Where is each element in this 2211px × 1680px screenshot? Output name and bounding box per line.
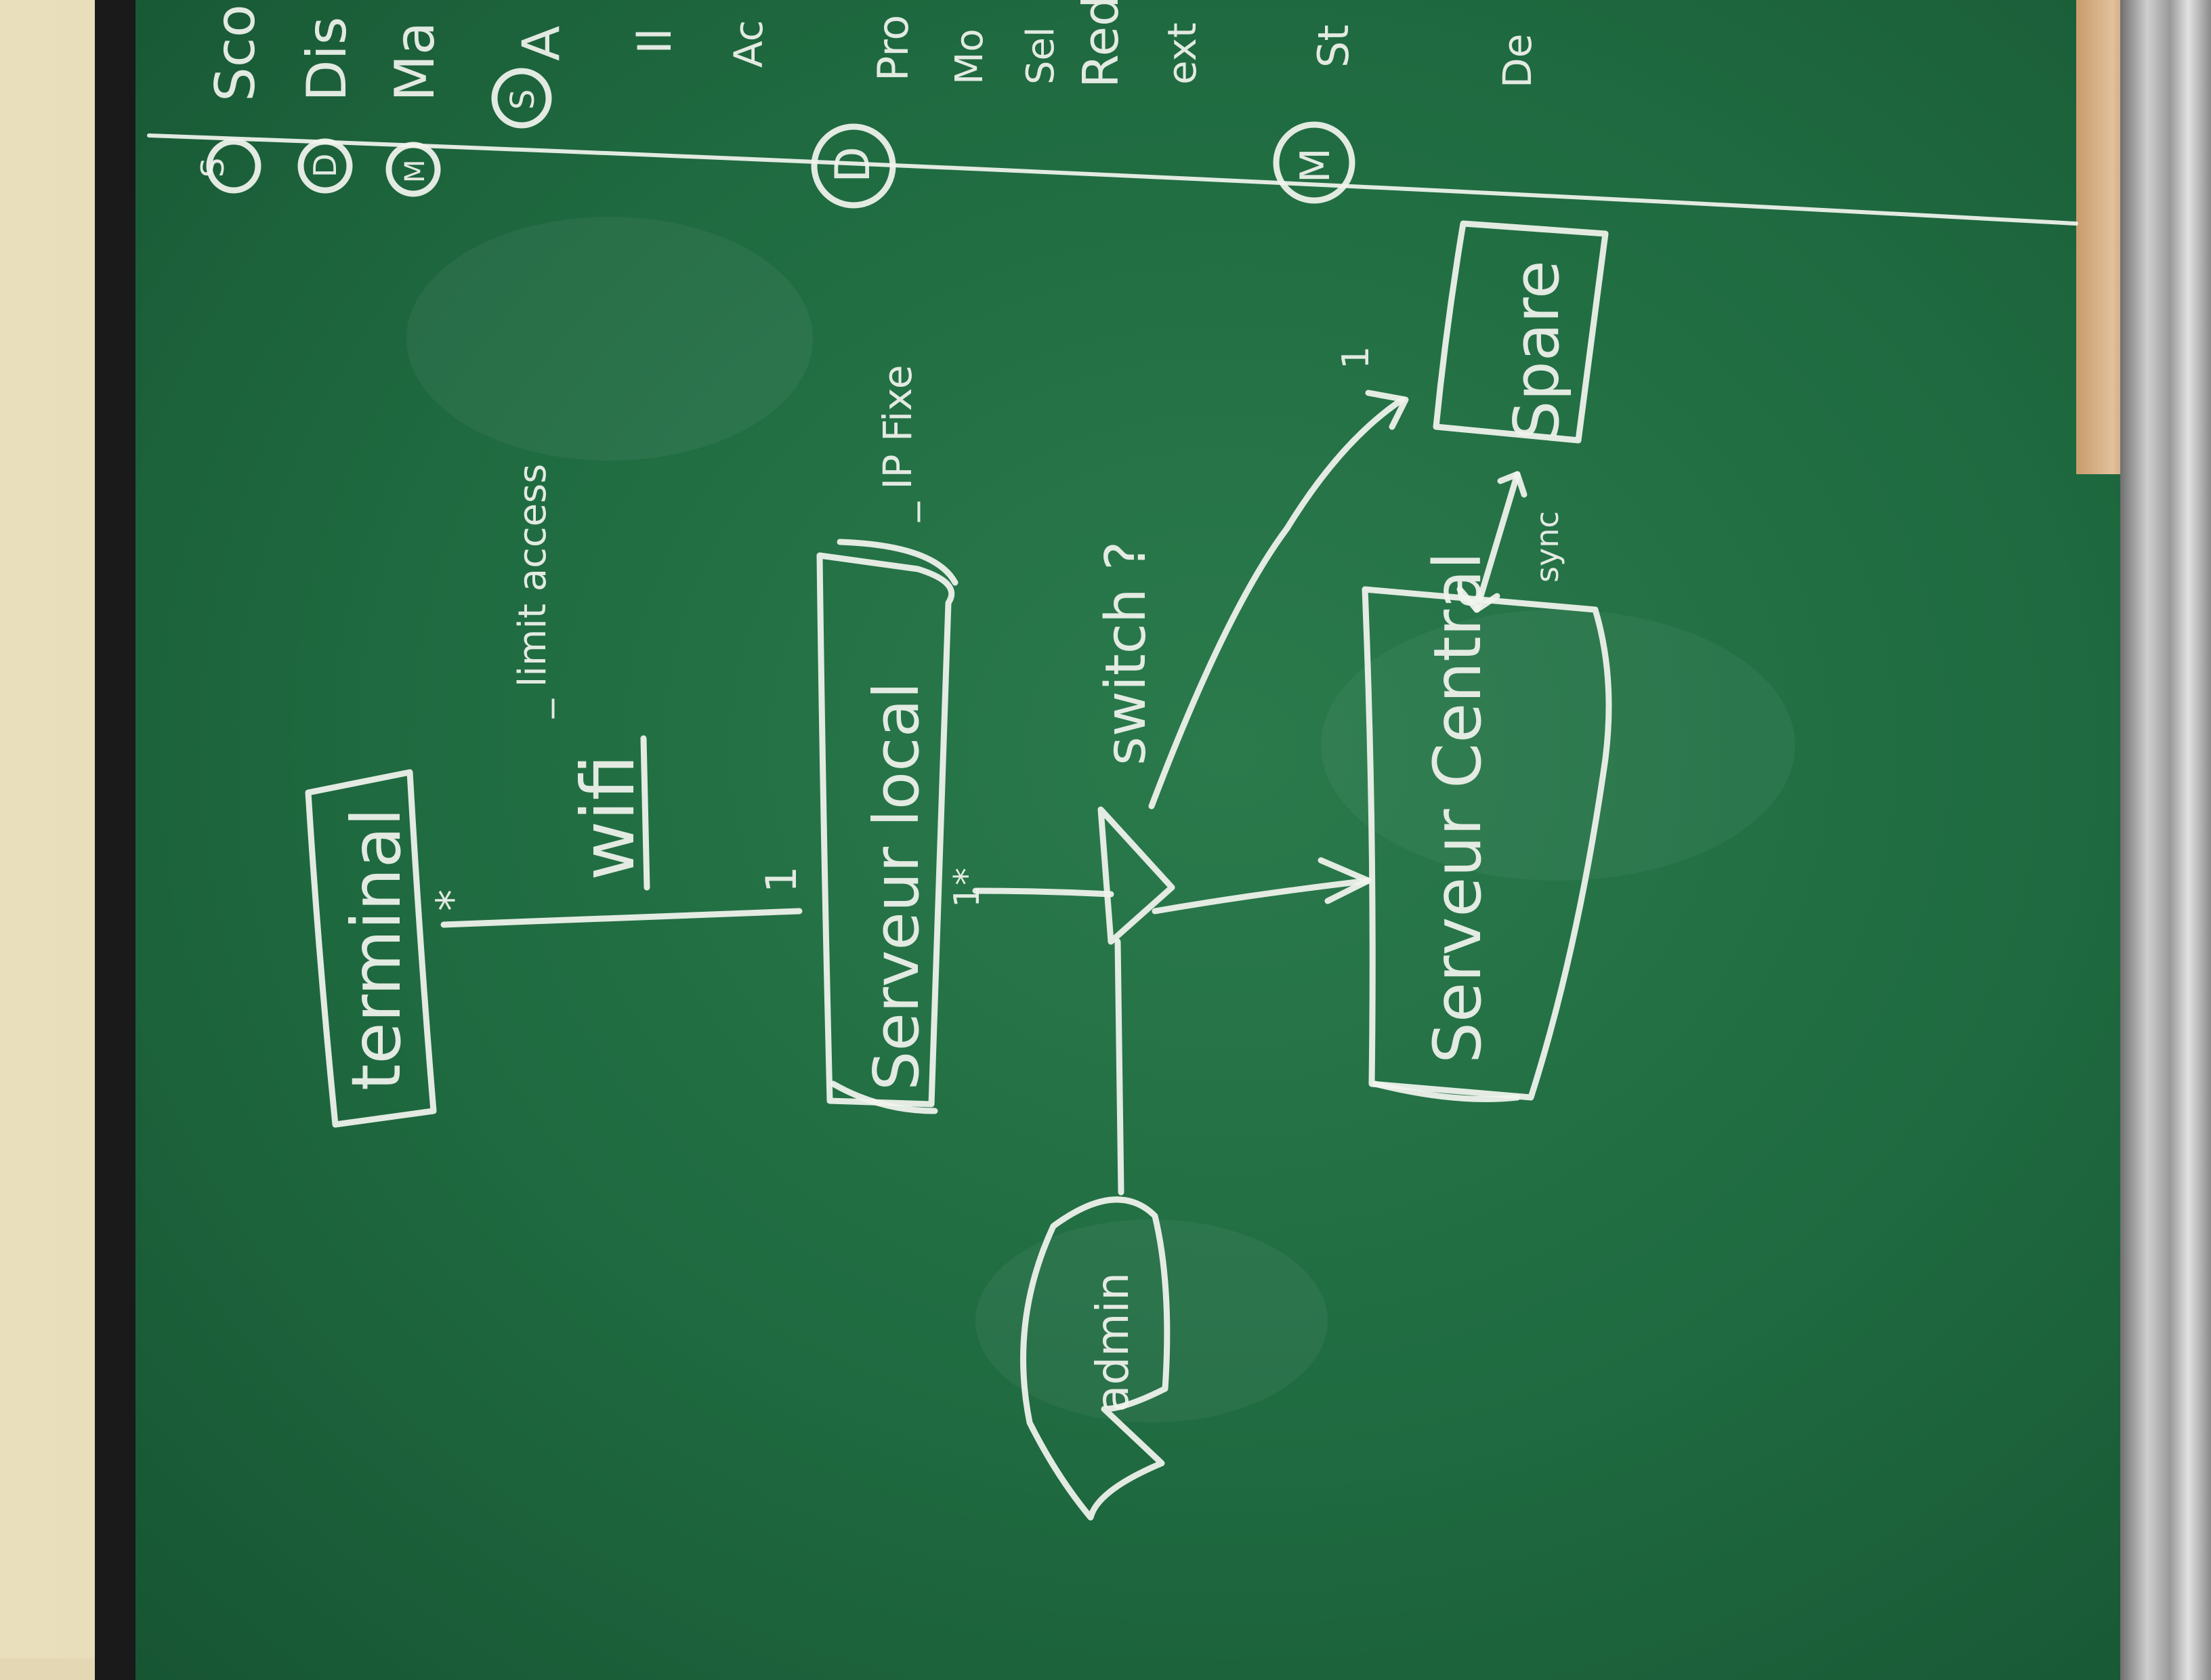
circled-letter-s-text: S (504, 89, 542, 110)
terminal-label: terminal (337, 807, 416, 1091)
legend-column-3: D Pro Mo Sel Red ext (811, 0, 1205, 209)
sync-label: sync (1529, 511, 1565, 583)
legend-column-4: M St De (1273, 24, 1540, 204)
sync-arrowhead-bottom (1456, 586, 1500, 613)
wifi-underline (640, 735, 650, 891)
smudge (975, 1219, 1328, 1423)
chalk-tray (2120, 0, 2211, 1680)
multiplicity-star: * (428, 889, 478, 911)
circled-letter-d-text: D (825, 146, 881, 183)
central-arrowhead (1318, 857, 1372, 904)
sync-link-line (1473, 471, 1521, 613)
legend-text: De (1494, 34, 1540, 88)
board-rail-line (147, 133, 2078, 226)
switch-label: switch ? (1094, 541, 1158, 765)
smudge (1321, 610, 1795, 881)
admin-actor-shape (1020, 1196, 1171, 1521)
multiplicity-one: 1 (757, 866, 806, 893)
switch-triangle (1097, 806, 1175, 945)
wifi-link-line (440, 908, 803, 928)
spare-arrowhead (1365, 390, 1409, 430)
switch-to-admin-line (1114, 938, 1124, 1196)
circled-letter-m (385, 142, 441, 197)
spare-label: Spare (1500, 260, 1573, 440)
legend-text: Ma (383, 22, 446, 102)
server-local-label: Serveur local (860, 681, 933, 1091)
limit-access-label: _ limit access (511, 464, 555, 719)
circled-letter-m-text: M (1292, 148, 1339, 183)
smudge (406, 217, 813, 461)
legend-text: Ac (725, 20, 772, 68)
switch-to-central-line (1152, 877, 1372, 915)
legend-column-1: S D M Sco Dis Ma (194, 4, 446, 197)
server-local-box-curl (837, 539, 959, 586)
wifi-label: wifi (566, 755, 651, 881)
sync-arrowhead-top (1497, 471, 1528, 498)
server-local-box-bottom (830, 1080, 938, 1114)
terminal-box (305, 769, 437, 1128)
server-central-box (1362, 586, 1612, 1101)
switch-to-spare-line (1148, 396, 1406, 810)
local-to-switch-line (972, 887, 1114, 898)
legend-text: Il (629, 28, 682, 54)
legend-text: St (1309, 24, 1358, 68)
legend-text: Dis (295, 16, 358, 102)
circled-letter-d (811, 123, 896, 209)
server-central-box-bottom (1372, 1080, 1521, 1102)
circled-letter-d-text: D (307, 154, 343, 177)
ip-fixe-label: _ IP Fixe (875, 365, 921, 522)
legend-text: ext (1159, 22, 1205, 85)
circled-letter-d (297, 138, 353, 194)
multiplicity-one: 1 (1334, 346, 1377, 369)
circled-letter-s (206, 138, 261, 194)
spare-box (1433, 220, 1609, 444)
legend-text: Sco (204, 4, 267, 102)
legend-text: Mo (948, 28, 992, 85)
legend-text: A (511, 26, 571, 61)
legend-text: Red (1072, 0, 1129, 88)
server-local-box (816, 552, 955, 1108)
circled-letter-s-text: S (194, 158, 231, 177)
legend-text: Pro (868, 15, 918, 81)
circled-letter-s (491, 68, 552, 129)
legend-column-2: S A Il Ac (491, 20, 772, 129)
admin-label: admin (1087, 1272, 1139, 1412)
circled-letter-m (1273, 121, 1355, 204)
multiplicity-one-star: 1* (947, 868, 988, 908)
legend-text: Sel (1019, 26, 1063, 85)
circled-letter-m-text: M (400, 159, 431, 183)
server-central-label: Serveur Central (1420, 551, 1496, 1064)
